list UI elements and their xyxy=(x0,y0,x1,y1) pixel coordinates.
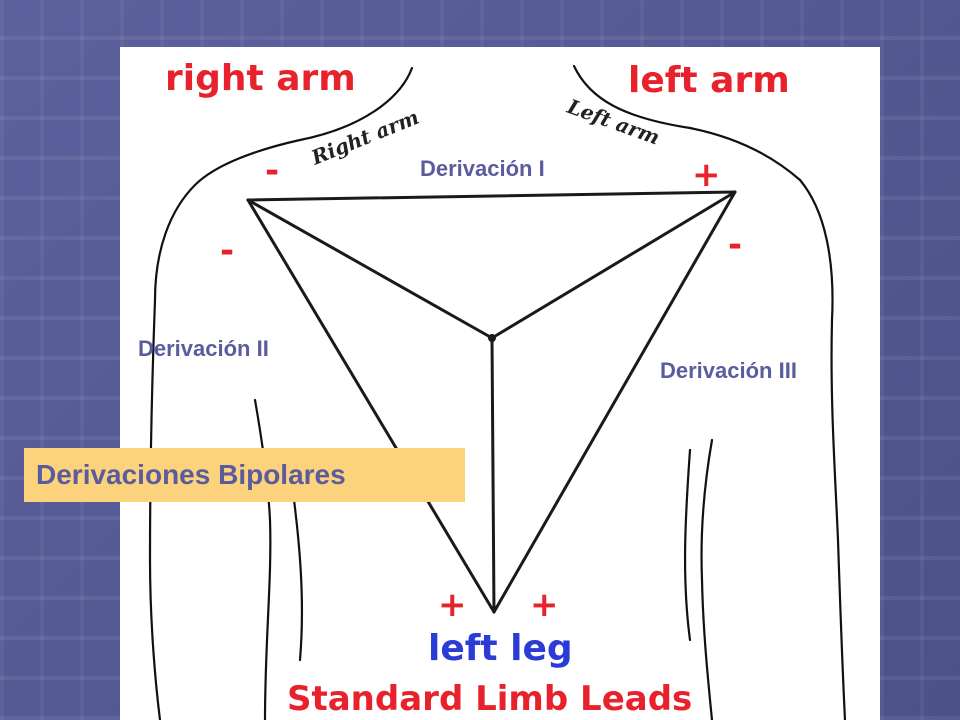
lead-III-minus-marker: - xyxy=(728,225,742,265)
diagram-caption: Standard Limb Leads xyxy=(287,679,692,719)
lead-III-plus-marker: + xyxy=(530,585,559,625)
lead-III-label: Derivación III xyxy=(660,358,797,383)
bipolar-leads-banner: Derivaciones Bipolares xyxy=(24,448,465,502)
neck-left-line xyxy=(572,64,802,182)
diagram-panel xyxy=(120,47,880,720)
left-arm-to-center-line xyxy=(490,190,737,340)
lead-I-plus-marker: + xyxy=(692,155,721,195)
left-shoulder-line xyxy=(798,178,847,720)
left-torso-line xyxy=(683,448,692,642)
center-node xyxy=(488,334,496,342)
right-arm-to-center-line xyxy=(246,198,494,340)
right-arm-label: right arm xyxy=(165,58,356,99)
lead-II-plus-marker: + xyxy=(438,585,467,625)
lead-I-minus-marker: - xyxy=(265,151,279,191)
left-arm-sketch-label: Left arm xyxy=(563,94,663,150)
bipolar-leads-title: Derivaciones Bipolares xyxy=(36,459,346,490)
lead-II-line xyxy=(246,198,496,614)
lead-I-label: Derivación I xyxy=(420,156,545,181)
left-arm-label: left arm xyxy=(628,60,790,101)
lead-III-line xyxy=(492,190,737,614)
left-arm-inner-line xyxy=(700,438,714,720)
lead-II-minus-marker: - xyxy=(220,231,234,271)
lead-I-line xyxy=(246,190,737,202)
lead-II-label: Derivación II xyxy=(138,336,269,361)
right-arm-inner-line xyxy=(253,398,272,720)
right-arm-sketch-label: Right arm xyxy=(307,105,422,170)
neck-right-line xyxy=(193,66,414,187)
left-leg-label: left leg xyxy=(428,628,573,669)
einthoven-triangle xyxy=(246,190,737,614)
right-shoulder-line xyxy=(148,183,197,720)
center-to-left-leg-line xyxy=(490,336,496,614)
